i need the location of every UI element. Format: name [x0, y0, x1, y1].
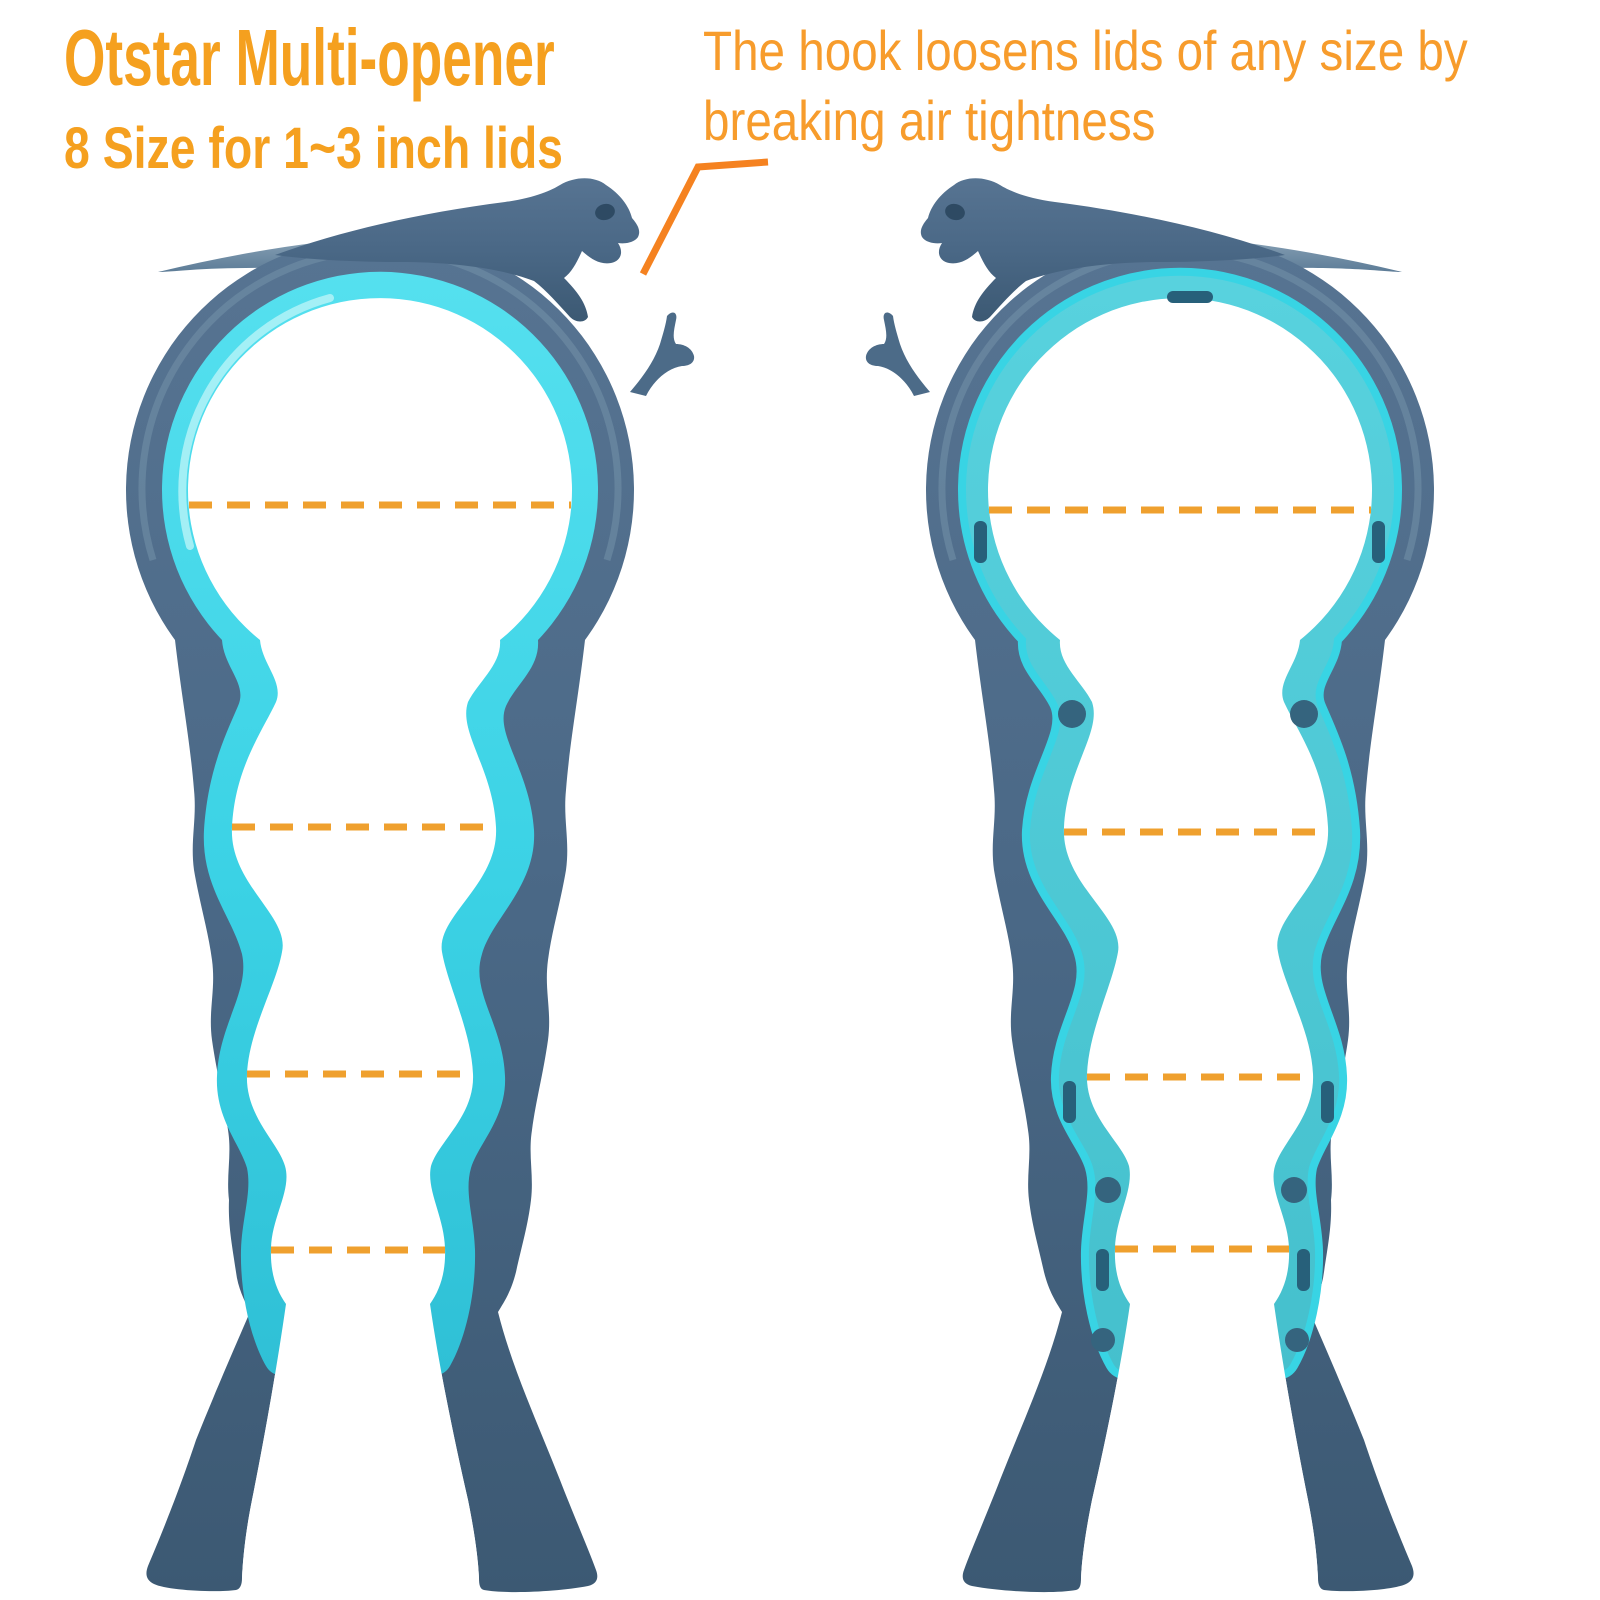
- slot-mark: [1167, 291, 1213, 303]
- subtitle: 8 Size for 1~3 inch lids: [64, 116, 563, 181]
- lid-size-lines: [189, 501, 1371, 1254]
- slot-mark: [1063, 1081, 1076, 1123]
- page-title: Otstar Multi-opener: [64, 13, 555, 102]
- pin-dot-mark: [1095, 1177, 1121, 1203]
- hook-annotation-line-1: The hook loosens lids of any size by: [703, 19, 1468, 82]
- pin-dot-mark: [1058, 700, 1086, 728]
- mold-marks: [974, 291, 1385, 1352]
- slot-mark: [1297, 1249, 1310, 1291]
- annotation-leader-line: [639, 158, 769, 276]
- slot-mark: [1096, 1249, 1109, 1291]
- slot-mark: [974, 521, 987, 563]
- pin-dot-mark: [1290, 700, 1318, 728]
- pin-dot-mark: [1285, 1328, 1309, 1352]
- hook-annotation-line-2: breaking air tightness: [703, 89, 1156, 152]
- slot-mark: [1321, 1081, 1334, 1123]
- pin-dot-mark: [1091, 1328, 1115, 1352]
- slot-mark: [1372, 521, 1385, 563]
- right-opener-back-view: [866, 178, 1434, 1600]
- left-opener-front-view: [126, 178, 694, 1600]
- pin-dot-mark: [1281, 1177, 1307, 1203]
- grip-gloss-highlight: [178, 294, 334, 550]
- hook-annotation: The hook loosens lids of any size by bre…: [703, 16, 1468, 156]
